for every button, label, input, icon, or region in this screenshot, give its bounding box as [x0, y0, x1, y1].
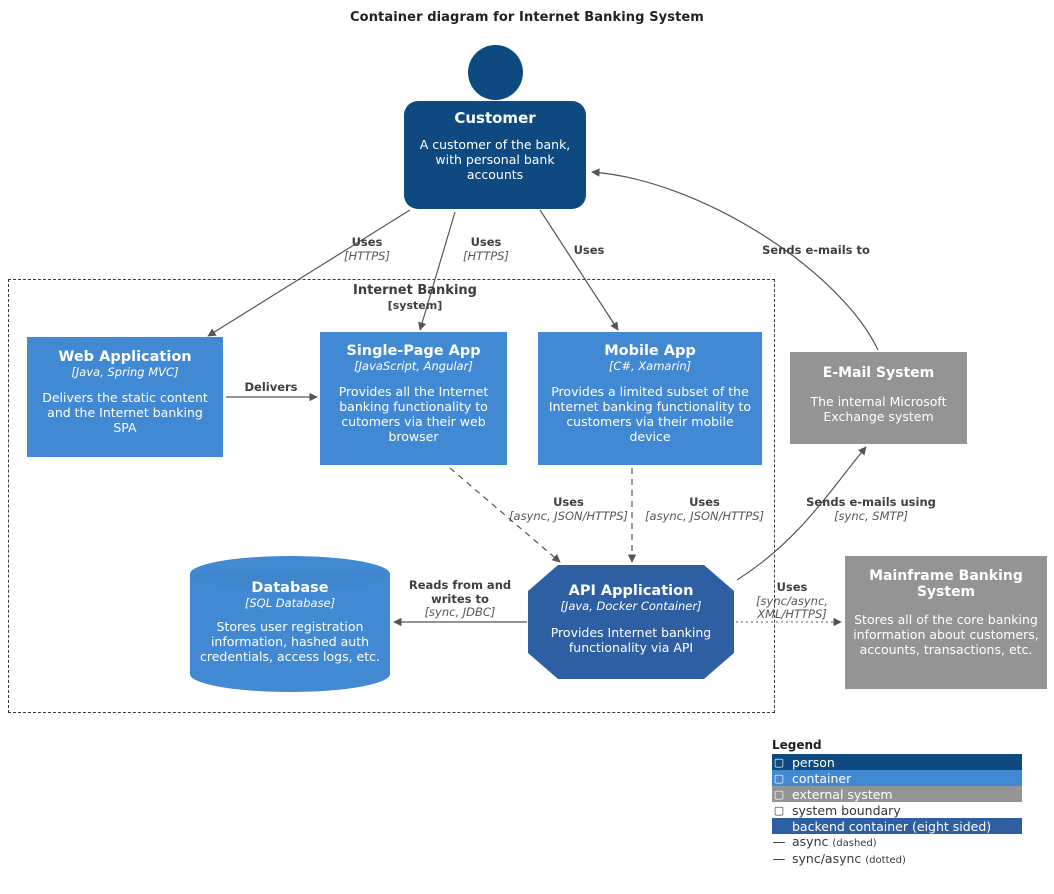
- dash-line-icon: —: [772, 852, 786, 867]
- node-mobile-app-title: Mobile App: [604, 343, 696, 359]
- boundary-name: Internet Banking: [353, 283, 477, 298]
- node-mobile-app[interactable]: Mobile App [C#, Xamarin] Provides a limi…: [538, 332, 762, 465]
- legend-item-container: ▢ container: [772, 770, 1022, 786]
- dash-line-icon: —: [772, 835, 786, 850]
- node-api-application-title: API Application: [568, 583, 694, 599]
- node-single-page-app-description: Provides all the Internet banking functi…: [338, 383, 489, 444]
- node-single-page-app[interactable]: Single-Page App [JavaScript, Angular] Pr…: [320, 332, 507, 465]
- edge-label-customer-to-mobile-app: Uses: [573, 243, 605, 257]
- legend: Legend ▢ person ▢ container ▢ external s…: [772, 738, 1022, 868]
- legend-item-person: ▢ person: [772, 754, 1022, 770]
- node-web-application-description: Delivers the static content and the Inte…: [42, 389, 208, 435]
- legend-item-label: backend container (eight sided): [792, 818, 992, 834]
- node-customer-title: Customer: [454, 109, 536, 127]
- node-web-application[interactable]: Web Application [Java, Spring MVC] Deliv…: [27, 337, 223, 457]
- node-email-system-title: E-Mail System: [822, 365, 935, 381]
- node-database[interactable]: Database [SQL Database] Stores user regi…: [190, 556, 390, 692]
- node-email-system[interactable]: E-Mail System The internal Microsoft Exc…: [790, 352, 967, 444]
- boundary-type: [system]: [387, 299, 443, 312]
- backend-container-octagon-shape: [528, 565, 734, 679]
- node-api-application-technology: [Java, Docker Container]: [560, 598, 702, 613]
- system-boundary: [8, 279, 775, 713]
- node-database-title: Database: [251, 580, 329, 596]
- node-mainframe-banking-system[interactable]: Mainframe Banking System Stores all of t…: [845, 556, 1047, 689]
- node-mobile-app-description: Provides a limited subset of the Interne…: [548, 383, 752, 444]
- legend-item-backend-container: backend container (eight sided): [772, 818, 1022, 834]
- legend-title: Legend: [772, 738, 822, 752]
- edge-label-api-application-to-mainframe: Uses [sync/async, XML/HTTPS]: [756, 580, 828, 622]
- node-database-technology: [SQL Database]: [244, 595, 336, 610]
- legend-swatch-icon: ▢: [773, 787, 785, 801]
- legend-item-label: container: [792, 770, 852, 786]
- legend-swatch-icon: ▢: [773, 803, 785, 817]
- page-title: Container diagram for Internet Banking S…: [350, 10, 704, 25]
- node-database-description: Stores user registration information, ha…: [200, 618, 380, 664]
- database-cylinder-shape: [190, 556, 390, 692]
- system-boundary-label: Internet Banking [system]: [300, 283, 530, 312]
- node-customer-description: A customer of the bank, with personal ba…: [419, 137, 571, 183]
- edge-label-api-application-to-email-system: Sends e-mails using [sync, SMTP]: [806, 495, 936, 523]
- edge-customer-to-single-page-app: [418, 211, 456, 331]
- edge-label-api-application-to-database: Reads from and writes to [sync, JDBC]: [408, 578, 512, 620]
- node-email-system-description: The internal Microsoft Exchange system: [810, 394, 947, 425]
- edge-email-system-to-customer: [591, 168, 879, 351]
- legend-item-label: external system: [792, 786, 893, 802]
- edge-customer-to-mobile-app: [539, 209, 619, 331]
- legend-item-label: system boundary: [792, 802, 901, 818]
- edge-label-web-application-to-single-page-app: Delivers: [244, 380, 298, 394]
- node-mainframe-banking-system-title: Mainframe Banking System: [869, 568, 1023, 601]
- node-customer[interactable]: Customer A customer of the bank, with pe…: [404, 101, 586, 209]
- legend-line-note: (dotted): [865, 855, 906, 866]
- edge-label-single-page-app-to-api-application: Uses [async, JSON/HTTPS]: [509, 495, 628, 523]
- node-mainframe-banking-system-description: Stores all of the core banking informati…: [853, 612, 1039, 658]
- edge-customer-to-web-application: [207, 209, 411, 337]
- node-api-application[interactable]: API Application [Java, Docker Container]…: [528, 565, 734, 679]
- legend-item-label: person: [792, 754, 835, 770]
- person-head-icon: [468, 45, 523, 100]
- legend-item-system-boundary: ▢ system boundary: [772, 802, 1022, 818]
- node-web-application-title: Web Application: [58, 349, 192, 365]
- legend-line-label: sync/async: [792, 851, 862, 866]
- legend-line-label: async: [792, 834, 829, 849]
- legend-item-external-system: ▢ external system: [772, 786, 1022, 802]
- legend-line-note: (dashed): [832, 838, 877, 849]
- edge-label-mobile-app-to-api-application: Uses [async, JSON/HTTPS]: [645, 495, 764, 523]
- legend-line-sync-async: — sync/async (dotted): [772, 851, 1022, 868]
- edge-api-application-to-email-system: [736, 446, 867, 581]
- node-single-page-app-title: Single-Page App: [346, 343, 481, 359]
- node-mobile-app-technology: [C#, Xamarin]: [608, 358, 692, 373]
- edge-label-email-system-to-customer: Sends e-mails to: [762, 243, 870, 257]
- legend-line-async: — async (dashed): [772, 834, 1022, 851]
- edge-label-customer-to-web-application: Uses [HTTPS]: [344, 235, 390, 263]
- edge-label-customer-to-single-page-app: Uses [HTTPS]: [463, 235, 509, 263]
- edge-single-page-app-to-api-application: [449, 467, 561, 563]
- node-single-page-app-technology: [JavaScript, Angular]: [354, 358, 473, 373]
- node-api-application-description: Provides Internet banking functionality …: [550, 624, 712, 655]
- legend-swatch-icon: ▢: [773, 755, 785, 769]
- node-web-application-technology: [Java, Spring MVC]: [71, 364, 179, 379]
- legend-swatch-icon: ▢: [773, 771, 785, 785]
